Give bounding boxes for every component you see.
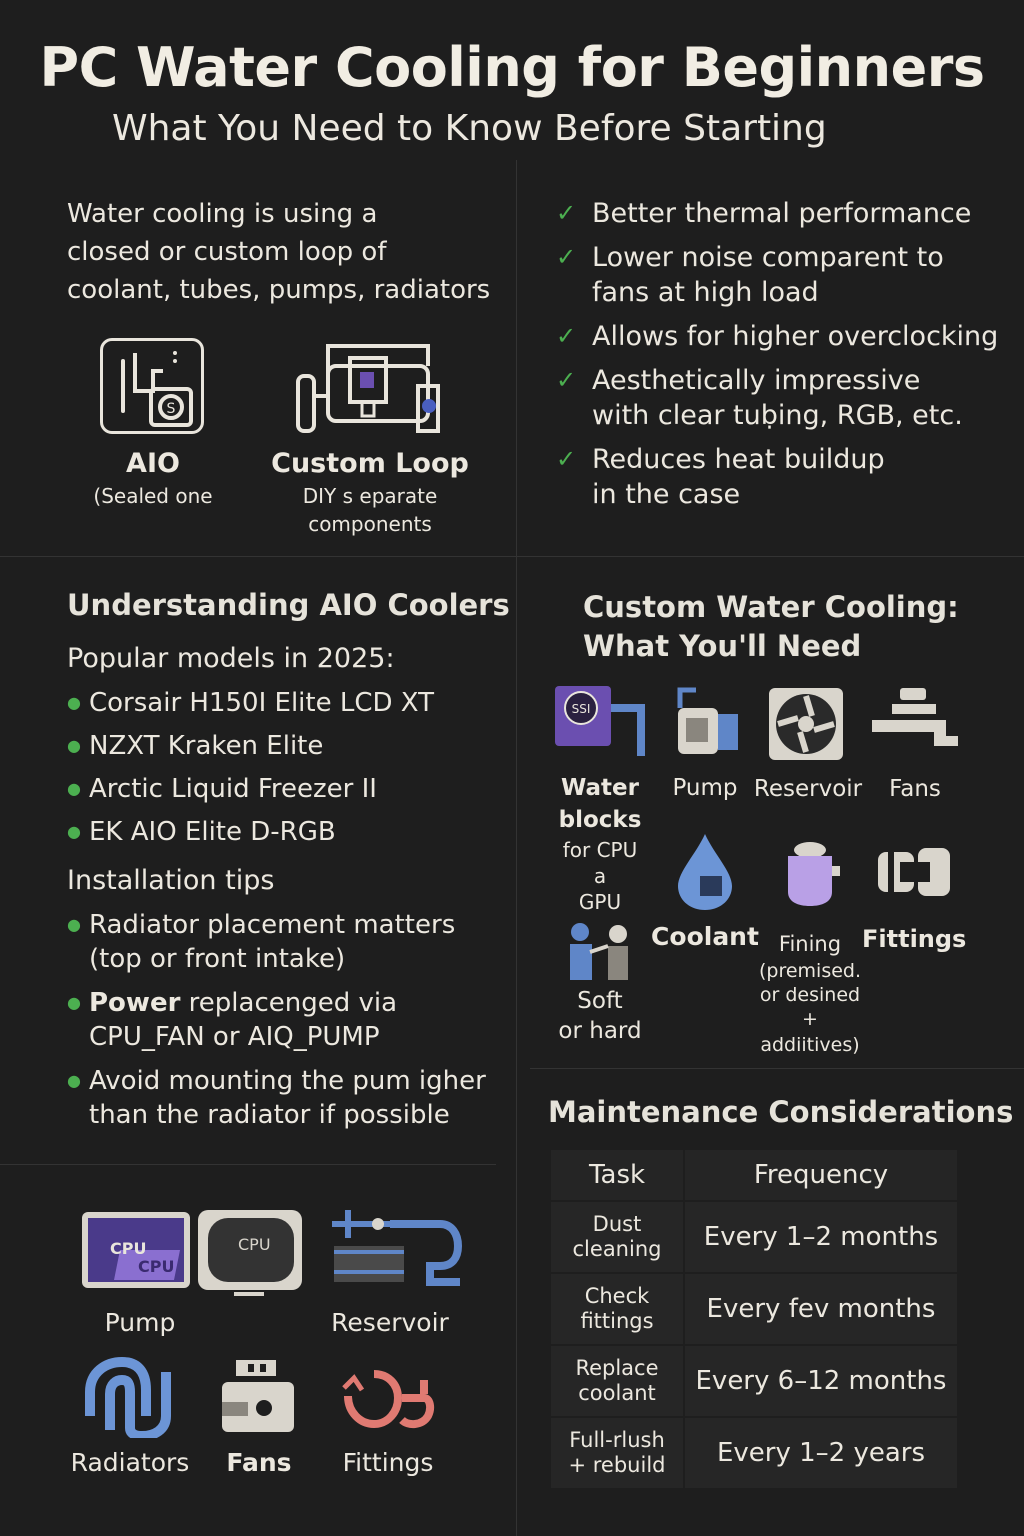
bottom-radiators-label: Radiators — [70, 1448, 190, 1477]
custom-need-heading-1: Custom Water Cooling: — [583, 590, 959, 624]
fining-sub-2: or desined — [759, 984, 861, 1006]
bottom-reservoir-icon — [330, 1206, 464, 1290]
coolant-label: Coolant — [651, 922, 759, 951]
bottom-fans-icon — [220, 1358, 296, 1434]
table-row: Full-rlush+ rebuild Every 1–2 years — [549, 1416, 959, 1490]
water-blocks-sub-1: for CPU — [562, 838, 638, 862]
frequency-cell: Every 1–2 years — [683, 1416, 959, 1490]
radiators-icon — [84, 1356, 180, 1442]
check-icon: ✓ — [556, 445, 577, 473]
model-item: ●EK AIO Elite D-RGB — [67, 817, 336, 847]
task-cell: Full-rlush+ rebuild — [549, 1416, 685, 1490]
soft-label-2: or hard — [558, 1018, 642, 1044]
check-icon: ✓ — [556, 199, 577, 227]
pump-icon — [670, 686, 742, 758]
custom-loop-label: Custom Loop — [271, 448, 469, 479]
svg-text:CPU: CPU — [110, 1239, 146, 1258]
fans-icon — [870, 686, 960, 756]
svg-text:SSI: SSI — [572, 702, 591, 716]
model-item: ●Arctic Liquid Freezer II — [67, 774, 377, 804]
benefit-item: ✓ Better thermal performance — [556, 198, 972, 229]
frequency-cell: Every fev months — [683, 1272, 959, 1346]
water-blocks-sub-2: a — [593, 864, 607, 888]
fining-sub-3: + addiitives) — [760, 1008, 860, 1056]
task-column-header: Task — [549, 1148, 685, 1202]
bottom-fittings-label: Fittings — [342, 1448, 434, 1477]
svg-text:CPU: CPU — [138, 1257, 174, 1276]
aio-desc: (Sealed one — [93, 484, 213, 508]
frequency-column-header: Frequency — [683, 1148, 959, 1202]
page-subtitle: What You Need to Know Before Starting — [112, 108, 827, 149]
bottom-reservoir-label: Reservoir — [331, 1308, 449, 1337]
water-blocks-label: Water — [560, 775, 639, 801]
benefits-list: ✓ Better thermal performance ✓ Lower noi… — [556, 196, 1006, 521]
coolant-icon — [676, 832, 734, 912]
fining-sub-1: (premised. — [758, 960, 862, 982]
row-divider-1 — [0, 556, 1024, 557]
svg-text:S: S — [167, 401, 176, 417]
svg-text:CPU: CPU — [238, 1235, 271, 1254]
water-blocks-label-2: blocks — [558, 807, 642, 833]
tubing-icon — [566, 920, 632, 982]
check-icon: ✓ — [556, 243, 577, 271]
column-divider — [516, 160, 517, 1536]
check-icon: ✓ — [556, 322, 577, 350]
bottom-fans-label: Fans — [226, 1448, 292, 1477]
aio-heading: Understanding AIO Coolers — [67, 588, 510, 622]
model-item: ●NZXT Kraken Elite — [67, 731, 324, 761]
custom-loop-icon — [288, 336, 448, 436]
check-icon: ✓ — [556, 366, 577, 394]
water-blocks-sub-3: GPU — [578, 890, 622, 914]
model-item: ●Corsair H150I Elite LCD XT — [67, 688, 435, 718]
frequency-cell: Every 6–12 months — [683, 1344, 959, 1418]
custom-need-heading-2: What You'll Need — [583, 629, 862, 663]
reservoir-icon — [767, 686, 845, 762]
tip-item: ●Radiator placement matters(top or front… — [67, 910, 456, 974]
cpu-pump-icon: CPU — [196, 1208, 306, 1298]
fittings-label: Fittings — [862, 925, 967, 953]
fining-icon — [782, 838, 842, 908]
custom-loop-desc-2: components — [308, 512, 432, 536]
tips-list: ●Radiator placement matters(top or front… — [67, 908, 507, 1132]
tips-heading: Installation tips — [67, 865, 275, 896]
fittings-icon — [874, 842, 954, 902]
fining-label: Fining — [778, 932, 842, 956]
intro-text: Water cooling is using a closed or custo… — [67, 199, 491, 305]
frequency-cell: Every 1–2 months — [683, 1200, 959, 1274]
water-block-icon: SSI — [553, 684, 647, 758]
aio-icon: S — [100, 338, 204, 434]
soft-label: Soft — [577, 988, 623, 1014]
pump-label: Pump — [672, 775, 738, 801]
models-list: ●Corsair H150I Elite LCD XT ●NZXT Kraken… — [67, 686, 497, 849]
row-divider-3 — [530, 1068, 1024, 1069]
row-divider-2 — [0, 1164, 496, 1165]
bottom-fittings-icon — [340, 1368, 436, 1432]
table-header-row: Task Frequency — [549, 1148, 959, 1202]
reservoir-label: Reservoir — [753, 776, 863, 802]
bottom-pump-label: Pump — [104, 1308, 176, 1337]
page-title: PC Water Cooling for Beginners — [39, 36, 985, 99]
maintenance-heading: Maintenance Considerations — [548, 1095, 1014, 1129]
benefit-item: ✓ Allows for higher overclocking — [556, 321, 999, 352]
aio-label: AIO — [126, 448, 180, 479]
cpu-block-icon: CPU CPU — [80, 1210, 192, 1290]
custom-loop-desc-1: DIY s eparate — [302, 484, 438, 508]
fans-label: Fans — [889, 776, 941, 802]
models-heading: Popular models in 2025: — [67, 643, 395, 674]
